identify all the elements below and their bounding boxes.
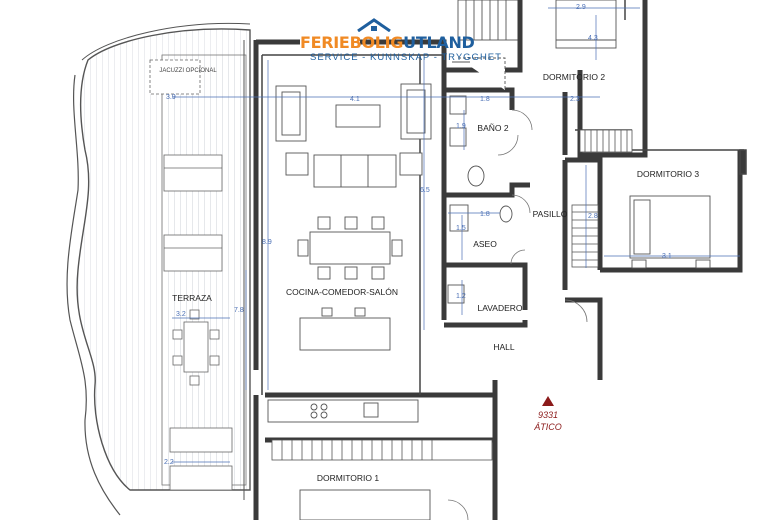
terrace-furniture — [149, 59, 233, 491]
dim-salon-d1: 6.5 — [420, 187, 430, 194]
dim-bano-w: 1.8 — [480, 96, 490, 103]
label-jacuzzi: JACUZZI OPCIONAL — [159, 68, 217, 74]
walls — [253, 0, 743, 520]
dim-aseo-w: 1.8 — [480, 211, 490, 218]
dim-d2-d: 4.3 — [588, 35, 598, 42]
bath-fixtures — [447, 57, 513, 304]
label-terraza: TERRAZA — [172, 293, 212, 303]
dim-terr-mid: 3.2 — [176, 311, 186, 318]
dim-d3-d: 2.8 — [588, 213, 598, 220]
label-aseo: ASEO — [473, 239, 497, 249]
unit-marker: 9331 ÁTICO — [533, 396, 562, 432]
unit-name: ÁTICO — [533, 422, 562, 432]
dim-aseo-d: 1.5 — [456, 225, 466, 232]
label-bano2: BAÑO 2 — [477, 123, 508, 133]
dim-terr-w: 3.9 — [166, 94, 176, 101]
dimension-labels: 3.9 4.1 1.8 2.3 2.9 4.3 6.5 8.9 1.9 1.8 … — [164, 4, 672, 466]
label-pasillo: PASILLO — [533, 209, 568, 219]
brand-tagline: SERVICE - KUNNSKAP - TRYGGHET — [310, 52, 502, 63]
dim-salon-w: 4.1 — [350, 96, 360, 103]
label-dormitorio2: DORMITORIO 2 — [543, 72, 605, 82]
dim-terr-len: 7.8 — [234, 307, 244, 314]
wardrobes — [271, 129, 633, 461]
label-hall: HALL — [493, 342, 515, 352]
label-dormitorio3: DORMITORIO 3 — [637, 169, 699, 179]
brand-wordmark: FERIEBOLIGUTLAND — [300, 33, 475, 52]
brand-part-1: FERIEBOLIG — [300, 33, 404, 52]
living-furniture — [267, 83, 432, 423]
dim-d2-w2: 2.3 — [570, 96, 580, 103]
dimension-lines — [172, 7, 740, 463]
dim-d3-w: 3.1 — [662, 253, 672, 260]
house-roof-icon — [357, 18, 391, 32]
label-cocina: COCINA-COMEDOR-SALÓN — [286, 287, 398, 297]
dim-d2-w: 2.9 — [576, 4, 586, 11]
dim-salon-d2: 8.9 — [262, 239, 272, 246]
label-lavadero: LAVADERO — [477, 303, 522, 313]
label-dormitorio1: DORMITORIO 1 — [317, 473, 379, 483]
dim-terr-bottom: 2.2 — [164, 459, 174, 466]
dim-bano-d: 1.9 — [456, 123, 466, 130]
triangle-marker-icon — [542, 396, 554, 406]
doors — [447, 109, 588, 520]
unit-number: 9331 — [538, 410, 558, 420]
room-labels: JACUZZI OPCIONAL TERRAZA COCINA-COMEDOR-… — [159, 68, 699, 483]
dim-lav-d: 1.2 — [456, 293, 466, 300]
brand-logo: FERIEBOLIGUTLAND SERVICE - KUNNSKAP - TR… — [298, 18, 501, 66]
brand-part-2: UTLAND — [403, 33, 475, 52]
